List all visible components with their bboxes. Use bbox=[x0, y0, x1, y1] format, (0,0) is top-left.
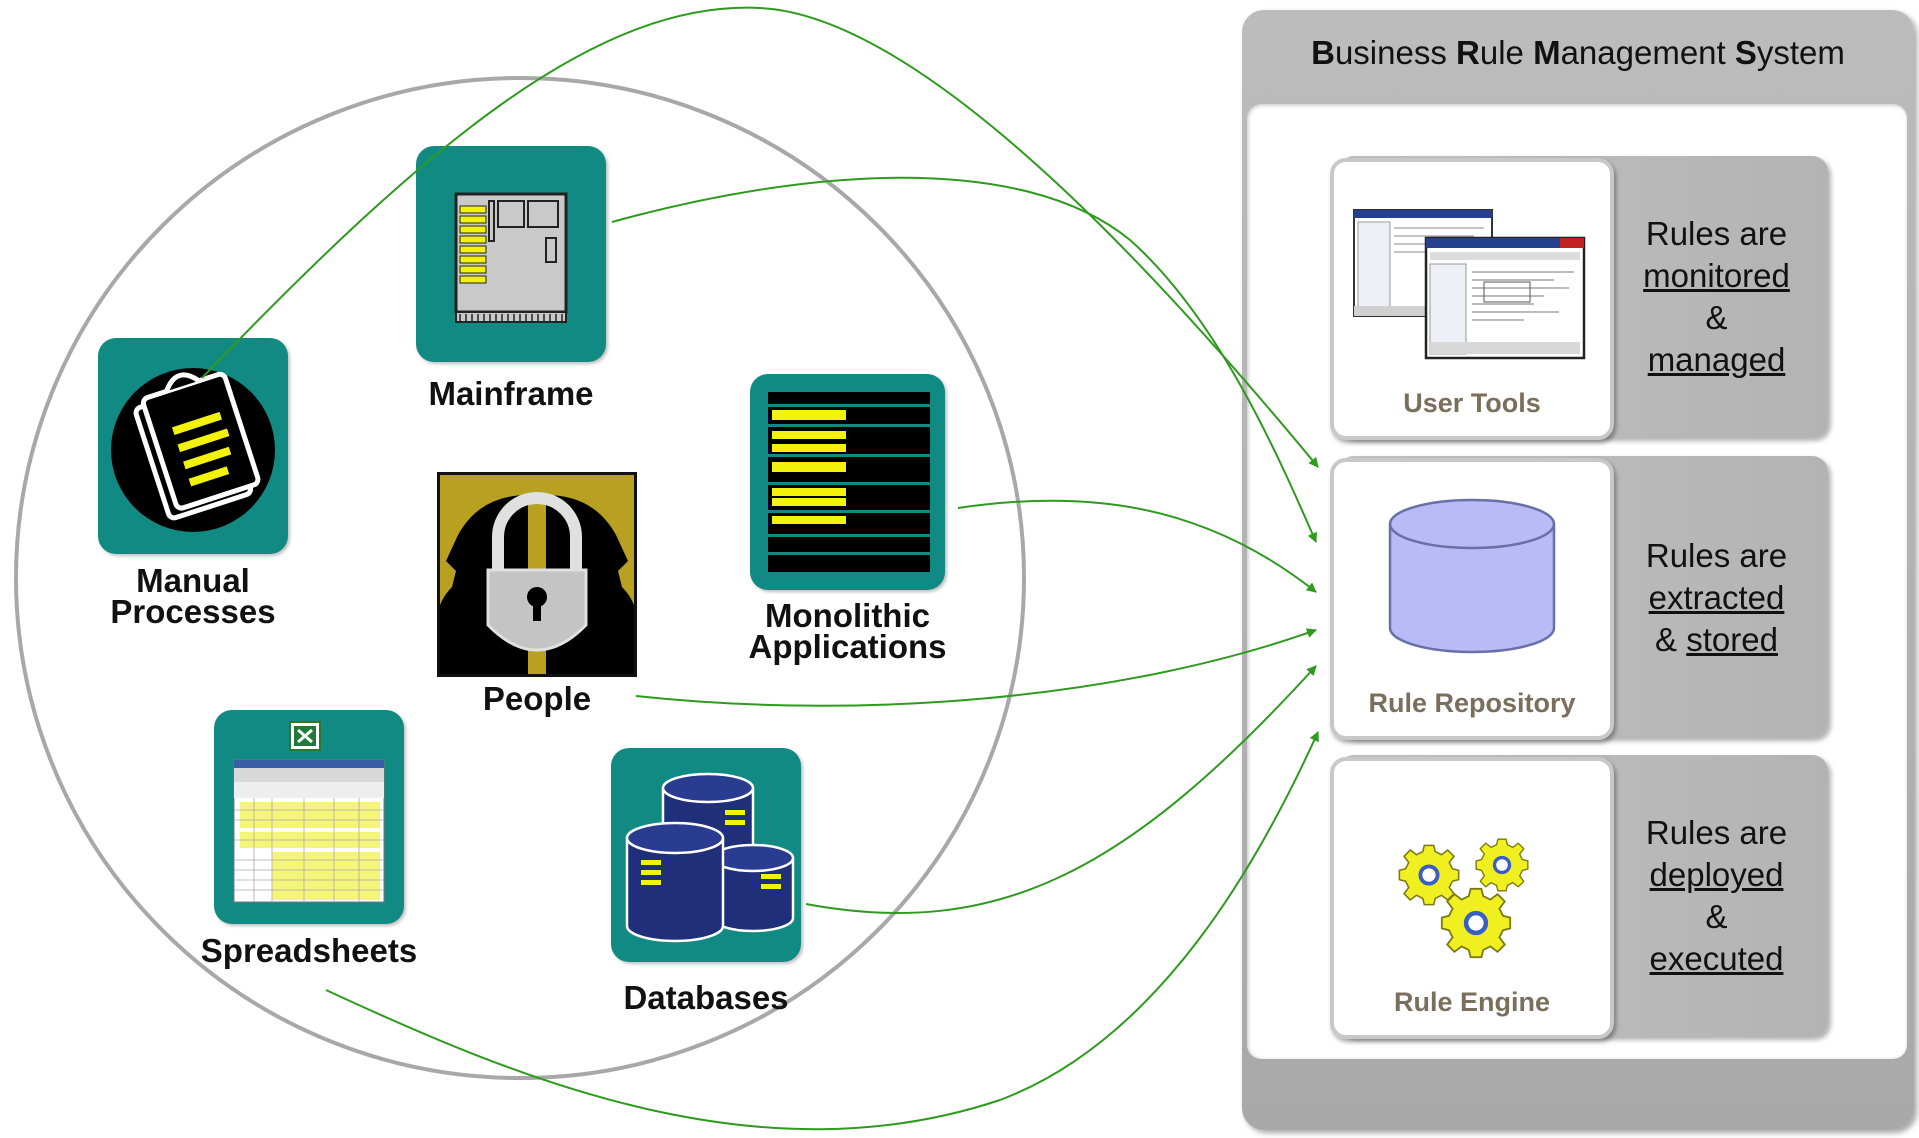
monolithic-applications-tile bbox=[750, 374, 945, 590]
manual-processes-label: Manual Processes bbox=[110, 562, 276, 630]
manual-processes-tile bbox=[98, 338, 288, 554]
rule-engine-label: Rule Engine bbox=[1393, 987, 1550, 1017]
mainframe-icon bbox=[454, 192, 568, 323]
cylinder-icon bbox=[1388, 498, 1556, 654]
people-tile bbox=[437, 472, 637, 677]
spreadsheets-label: Spreadsheets bbox=[200, 932, 418, 969]
databases-label: Databases bbox=[623, 979, 789, 1016]
spreadsheet-icon bbox=[233, 721, 385, 903]
spreadsheets-tile bbox=[214, 710, 404, 924]
rule-repository-label: Rule Repository bbox=[1368, 688, 1576, 718]
user-tools-label: User Tools bbox=[1403, 388, 1541, 418]
rule-engine-card: Rule Engine bbox=[1330, 757, 1614, 1039]
rule-repository-description: Rules are extracted & stored bbox=[1645, 537, 1788, 658]
rule-engine-description: Rules are deployed & executed bbox=[1645, 814, 1788, 977]
mainframe-tile bbox=[416, 146, 606, 362]
brms-title: Business Rule Management System bbox=[1311, 34, 1845, 71]
clipboard-icon bbox=[111, 368, 275, 532]
user-tools-description: Rules are monitored & managed bbox=[1643, 215, 1790, 378]
padlock-head-icon bbox=[440, 492, 634, 674]
application-list-icon bbox=[768, 392, 930, 572]
gears-icon bbox=[1397, 837, 1530, 971]
monolithic-applications-label: Monolithic Applications bbox=[748, 597, 947, 665]
database-icon bbox=[625, 772, 795, 943]
user-tools-card: User Tools bbox=[1330, 158, 1614, 440]
databases-tile bbox=[611, 748, 801, 962]
rule-repository-card: Rule Repository bbox=[1330, 458, 1614, 740]
screens-icon bbox=[1353, 209, 1586, 360]
mainframe-label: Mainframe bbox=[428, 375, 594, 412]
people-label: People bbox=[482, 680, 592, 717]
